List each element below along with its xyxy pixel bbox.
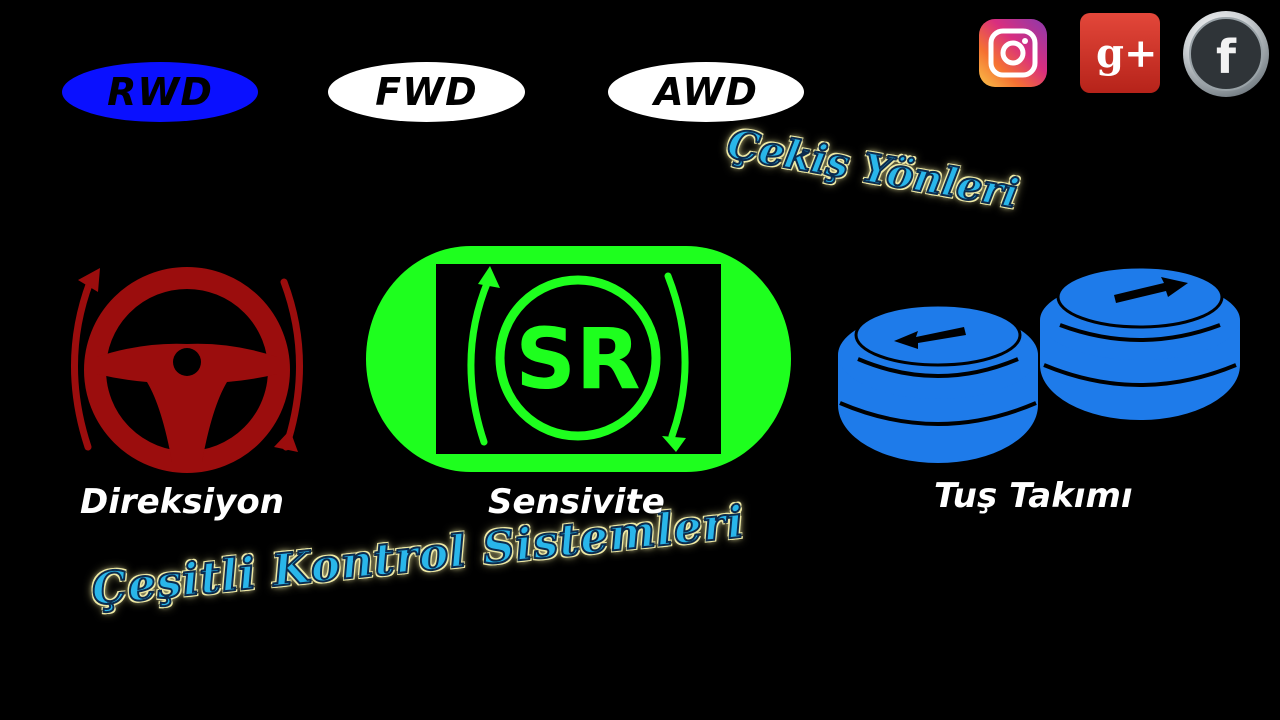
svg-text:f: f bbox=[1216, 30, 1237, 84]
instagram-button[interactable] bbox=[979, 19, 1047, 87]
sensitivity-label: Sensivite bbox=[488, 482, 665, 522]
steering-control-button[interactable] bbox=[52, 262, 322, 477]
svg-text:g+: g+ bbox=[1096, 30, 1157, 77]
drive-directions-title: Çekiş Yönleri bbox=[723, 119, 1023, 218]
arrow-buttons-icon bbox=[838, 265, 1240, 463]
sensitivity-icon: SR bbox=[366, 246, 791, 472]
steering-label: Direksiyon bbox=[80, 482, 284, 522]
sensitivity-control-button[interactable]: SR bbox=[366, 246, 791, 472]
facebook-icon: f bbox=[1189, 17, 1263, 91]
google-plus-button[interactable]: g+ bbox=[1080, 13, 1160, 93]
buttons-label: Tuş Takımı bbox=[934, 476, 1133, 516]
facebook-button[interactable]: f bbox=[1183, 11, 1269, 97]
buttons-control-button[interactable] bbox=[838, 255, 1243, 470]
instagram-icon bbox=[988, 28, 1038, 78]
fwd-button[interactable]: FWD bbox=[328, 62, 525, 122]
steering-wheel-icon bbox=[71, 267, 303, 473]
svg-text:SR: SR bbox=[515, 310, 640, 408]
rwd-button[interactable]: RWD bbox=[62, 62, 258, 122]
google-plus-icon: g+ bbox=[1096, 30, 1157, 77]
awd-button[interactable]: AWD bbox=[608, 62, 804, 122]
